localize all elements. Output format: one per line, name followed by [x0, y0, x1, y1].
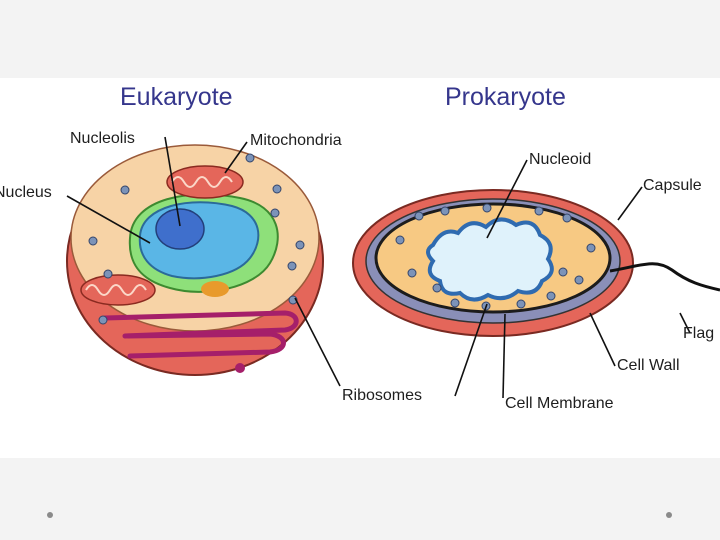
label-nucleolis: Nucleolis — [70, 130, 135, 147]
diagram-svg: Eukaryote Prokaryote Nucleolis Mitochond… — [0, 83, 720, 412]
slide-bottom-margin — [0, 458, 720, 540]
leader-lines — [66, 136, 691, 399]
label-cell-wall: Cell Wall — [617, 357, 680, 374]
leader-nucleus — [66, 195, 151, 244]
mitochondrion-top — [166, 165, 244, 199]
leader-flagella — [679, 312, 691, 334]
label-mitochondria: Mitochondria — [250, 132, 342, 149]
slide-right-dot — [666, 512, 672, 518]
leader-nucleoid — [486, 159, 528, 239]
centrosome — [201, 281, 229, 297]
eukaryote-cell — [66, 144, 324, 376]
slide-left-dot — [47, 512, 53, 518]
leader-ribosomes-pro — [454, 303, 488, 397]
label-flagella: Flag — [683, 325, 714, 342]
label-cell-membrane: Cell Membrane — [505, 395, 614, 412]
leader-capsule — [617, 186, 643, 221]
nucleolus — [155, 208, 205, 250]
eukaryote-ribosomes — [88, 153, 305, 325]
mitochondrion-left — [80, 274, 156, 306]
leader-mitochondria — [224, 141, 248, 174]
eukaryote-title: Eukaryote — [120, 83, 233, 111]
label-ribosomes: Ribosomes — [342, 387, 422, 404]
prokaryote-title: Prokaryote — [445, 83, 566, 111]
label-nucleus: Nucleus — [0, 184, 52, 201]
leader-ribosomes-euk — [294, 297, 341, 387]
flagellum — [609, 262, 720, 292]
golgi-apparatus — [102, 310, 299, 359]
label-nucleoid: Nucleoid — [529, 151, 591, 168]
vesicle — [235, 363, 245, 373]
label-capsule: Capsule — [643, 177, 702, 194]
prokaryote-ribosomes — [395, 203, 596, 311]
leader-cell-membrane — [502, 313, 506, 399]
nucleoid — [426, 217, 554, 302]
leader-nucleolis — [164, 136, 181, 227]
leader-cell-wall — [589, 312, 616, 367]
cell-comparison-diagram: Eukaryote Prokaryote Nucleolis Mitochond… — [0, 78, 720, 458]
slide-top-margin — [0, 0, 720, 78]
prokaryote-cell — [352, 189, 720, 337]
